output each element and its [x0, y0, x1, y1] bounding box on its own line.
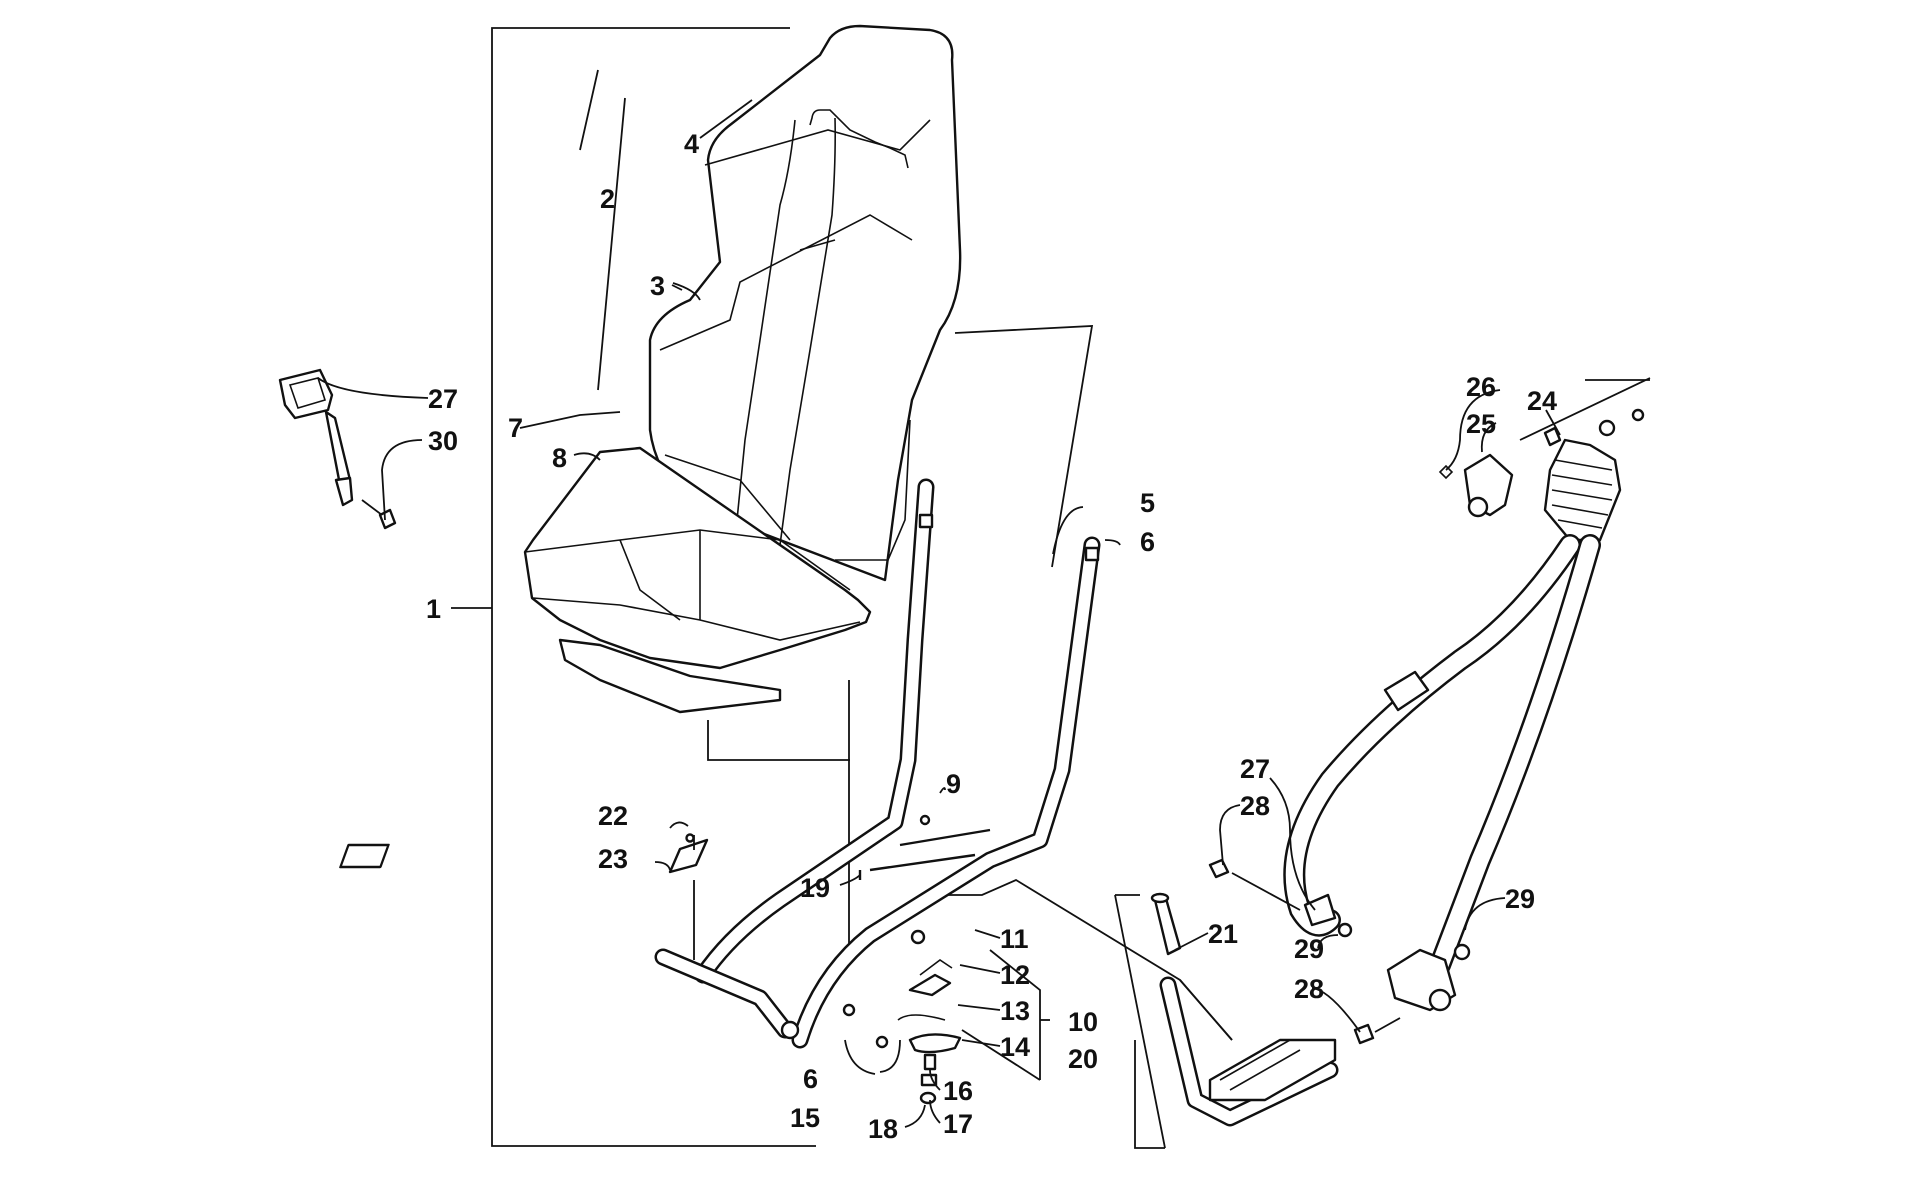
callout-28: 28: [1240, 791, 1270, 821]
callout-17: 17: [943, 1109, 973, 1139]
callout-26: 26: [1466, 372, 1496, 402]
callout-2: 2: [600, 184, 615, 214]
assembly-bracket: [451, 27, 816, 1147]
callout-13: 13: [1000, 996, 1030, 1026]
callout-8: 8: [552, 443, 567, 473]
frame-hardware: [339, 814, 962, 1105]
callout-27: 27: [428, 384, 458, 414]
callout-4: 4: [684, 129, 699, 159]
callout-labels: 1 2 3 4 5 6 6 7 8 9 10 11 12 13 14 15 16…: [426, 129, 1557, 1144]
seatbelt-retractor-right: [1208, 377, 1651, 1045]
callout-5: 5: [1140, 488, 1155, 518]
callout-leaders: [317, 69, 1561, 1128]
footrest-bracket: [1150, 892, 1339, 1127]
callout-10: 10: [1068, 1007, 1098, 1037]
assembly-leader-lines: [707, 325, 1233, 1041]
callout-6: 6: [1140, 527, 1155, 557]
seat-frame: [654, 478, 1101, 1049]
callout-24: 24: [1527, 386, 1557, 416]
callout-14: 14: [1000, 1032, 1030, 1062]
callout-15: 15: [790, 1103, 820, 1133]
callout-3: 3: [650, 271, 665, 301]
callout-29: 29: [1505, 884, 1535, 914]
callout-28: 28: [1294, 974, 1324, 1004]
callout-21: 21: [1208, 919, 1238, 949]
callout-11: 11: [1000, 924, 1029, 954]
callout-29: 29: [1294, 934, 1324, 964]
callout-7: 7: [508, 413, 523, 443]
seat-back: [648, 24, 962, 582]
callout-9: 9: [946, 769, 961, 799]
callout-6: 6: [803, 1064, 818, 1094]
group-bracket: [961, 894, 1166, 1149]
callout-22: 22: [598, 801, 628, 831]
callout-16: 16: [943, 1076, 973, 1106]
callout-20: 20: [1068, 1044, 1098, 1074]
callout-25: 25: [1466, 409, 1496, 439]
callout-27: 27: [1240, 754, 1270, 784]
seatbelt-buckle-left: [278, 368, 397, 530]
callout-30: 30: [428, 426, 458, 456]
callout-1: 1: [426, 594, 441, 624]
callout-19: 19: [800, 873, 830, 903]
callout-12: 12: [1000, 960, 1030, 990]
callout-23: 23: [598, 844, 628, 874]
callout-18: 18: [868, 1114, 898, 1144]
seat-cushion: [523, 446, 872, 714]
